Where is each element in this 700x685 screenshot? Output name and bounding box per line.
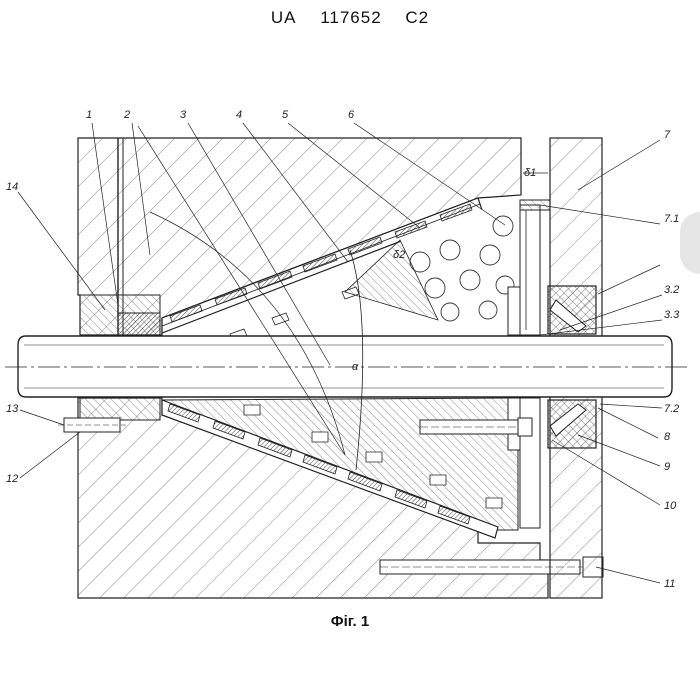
seal-upper: [548, 286, 596, 334]
lower-step-block: [80, 398, 160, 420]
label-4: 4: [236, 109, 242, 121]
label-8: 8: [664, 431, 671, 443]
bolt-lower-mid: [420, 418, 532, 436]
label-7-1: 7.1: [664, 213, 679, 225]
label-5: 5: [282, 109, 289, 121]
label-14: 14: [6, 181, 18, 193]
label-6: 6: [348, 109, 355, 121]
side-panel-tab[interactable]: [680, 212, 700, 274]
label-alpha: α: [352, 361, 359, 373]
label-2: 2: [123, 109, 130, 121]
label-7: 7: [664, 129, 671, 141]
label-10: 10: [664, 500, 677, 512]
label-3-3: 3.3: [664, 309, 680, 321]
figure-caption: Фіг. 1: [0, 613, 700, 630]
label-3-2: 3.2: [664, 284, 679, 296]
label-3: 3: [180, 109, 187, 121]
label-11: 11: [664, 578, 675, 590]
label-9: 9: [664, 461, 670, 473]
label-7-2: 7.2: [664, 403, 679, 415]
bolt-left: [58, 418, 126, 432]
label-13: 13: [6, 403, 19, 415]
label-delta2: δ2: [393, 249, 405, 261]
label-1: 1: [86, 109, 92, 121]
label-delta1: δ1: [524, 167, 536, 179]
seal-lower: [548, 400, 596, 448]
label-12: 12: [6, 473, 18, 485]
